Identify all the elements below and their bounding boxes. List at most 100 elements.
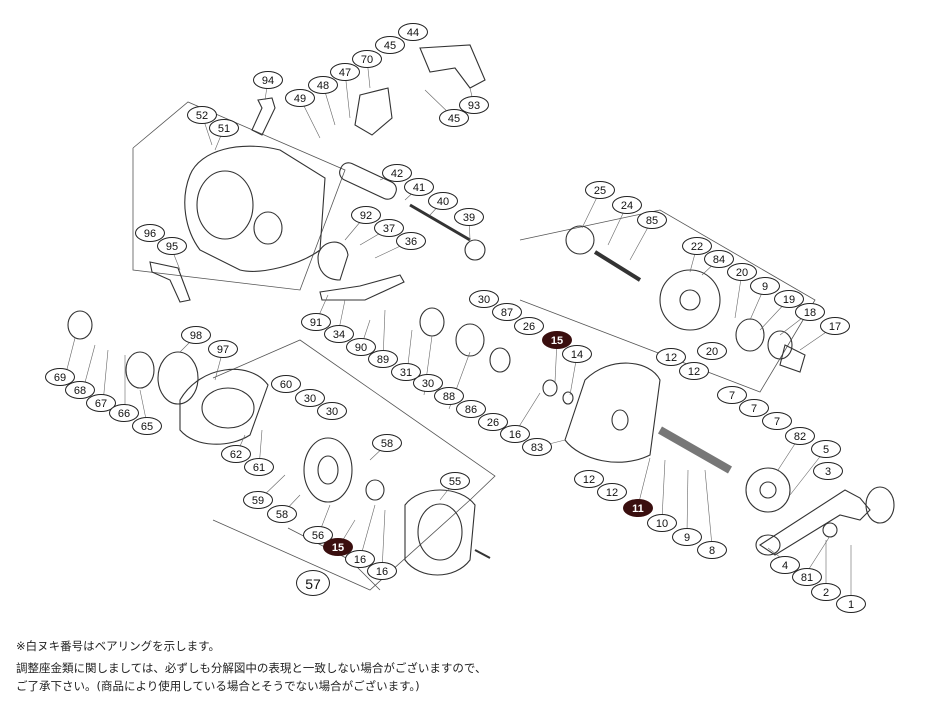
part-callout-14: 14 [562,345,592,363]
frame-shape [184,145,326,272]
part-callout-36: 36 [396,232,426,250]
part-callout-26a: 26 [514,317,544,335]
part-callout-45b: 45 [439,109,469,127]
part-callout-20b: 20 [697,342,727,360]
part-callout-89: 89 [368,350,398,368]
part-callout-48: 48 [308,76,338,94]
part-callout-92: 92 [351,206,381,224]
part-callout-8: 8 [697,541,727,559]
spool-shape [404,489,476,576]
part-callout-34: 34 [324,325,354,343]
part-callout-68: 68 [65,381,95,399]
part-callout-69: 69 [45,368,75,386]
leader-lines [64,58,852,595]
part-callout-85: 85 [637,211,667,229]
frame-group-outline [132,101,346,291]
part-callout-7b: 7 [739,399,769,417]
part-callout-30b: 30 [413,374,443,392]
part-callout-70: 70 [352,50,382,68]
part-callout-91: 91 [301,313,331,331]
part-callout-7a: 7 [717,386,747,404]
part-callout-83: 83 [522,438,552,456]
part-callout-93: 93 [459,96,489,114]
part-callout-19: 19 [774,290,804,308]
part-callout-2: 2 [811,583,841,601]
left-side-plate-shape [179,368,269,445]
part-callout-62: 62 [221,445,251,463]
part-callout-65: 65 [132,417,162,435]
part-callout-44: 44 [398,23,428,41]
part-callout-5: 5 [811,440,841,458]
part-callout-40: 40 [428,192,458,210]
part-callout-4: 4 [770,556,800,574]
part-drawings [67,44,895,576]
part-callout-11: 11 [623,499,653,517]
shim-note-line1: 調整座金類に関しましては、必ずしも分解図中の表現と一致しない場合がございますので… [16,661,487,675]
part-callout-49: 49 [285,89,315,107]
part-callout-67: 67 [86,394,116,412]
part-callout-12d: 12 [597,483,627,501]
part-callout-37: 37 [374,219,404,237]
part-callout-58b: 58 [372,434,402,452]
part-callout-90: 90 [346,338,376,356]
part-callout-84: 84 [704,250,734,268]
part-callout-94: 94 [253,71,283,89]
thumb-bar-shape [149,261,191,303]
part-callout-20a: 20 [727,263,757,281]
part-callout-1: 1 [836,595,866,613]
part-callout-31: 31 [391,363,421,381]
part-callout-22: 22 [682,237,712,255]
part-callout-7c: 7 [762,412,792,430]
part-callout-59: 59 [243,491,273,509]
part-callout-96: 96 [135,224,165,242]
part-callout-55: 55 [440,472,470,490]
part-callout-15b: 15 [323,538,353,556]
part-callout-30d: 30 [317,402,347,420]
part-callout-25: 25 [585,181,615,199]
part-callout-12a: 12 [656,348,686,366]
part-callout-12b: 12 [679,362,709,380]
clutch-lever-shape [251,97,276,136]
part-callout-12c: 12 [574,470,604,488]
part-callout-16a: 16 [500,425,530,443]
shim-note-line2: ご了承下さい。(商品により使用している場合とそうでない場合がございます。) [16,679,420,693]
part-callout-15a: 15 [542,331,572,349]
right-side-plate-shape [564,362,661,463]
part-callout-82: 82 [785,427,815,445]
part-callout-52: 52 [187,106,217,124]
part-callout-30a: 30 [469,290,499,308]
part-callout-58a: 58 [267,505,297,523]
part-callout-66: 66 [109,404,139,422]
part-callout-61: 61 [244,458,274,476]
part-callout-98: 98 [181,326,211,344]
spool-group-outline [212,339,496,591]
part-callout-39: 39 [454,208,484,226]
bearing-note: ※白ヌキ番号はベアリングを示します。 [16,639,220,653]
part-callout-9: 9 [672,528,702,546]
part-callout-41: 41 [404,178,434,196]
part-callout-95: 95 [157,237,187,255]
part-callout-9b: 9 [750,277,780,295]
part-callout-30c: 30 [295,389,325,407]
part-callout-16c: 16 [367,562,397,580]
part-callout-56: 56 [303,526,333,544]
part-callout-86: 86 [456,400,486,418]
part-callout-26b: 26 [478,413,508,431]
handle-arm-shape [758,489,871,556]
part-callout-57: 57 [296,570,330,596]
part-callout-18: 18 [795,303,825,321]
part-callout-88: 88 [434,387,464,405]
part-callout-17: 17 [820,317,850,335]
part-callout-45a: 45 [375,36,405,54]
part-callout-10: 10 [647,514,677,532]
part-callout-60: 60 [271,375,301,393]
part-callout-24: 24 [612,196,642,214]
part-callout-16b: 16 [345,550,375,568]
part-callout-97: 97 [208,340,238,358]
part-callout-42: 42 [382,164,412,182]
part-callout-87: 87 [492,303,522,321]
part-callout-3: 3 [813,462,843,480]
part-callout-47: 47 [330,63,360,81]
part-callout-81: 81 [792,568,822,586]
